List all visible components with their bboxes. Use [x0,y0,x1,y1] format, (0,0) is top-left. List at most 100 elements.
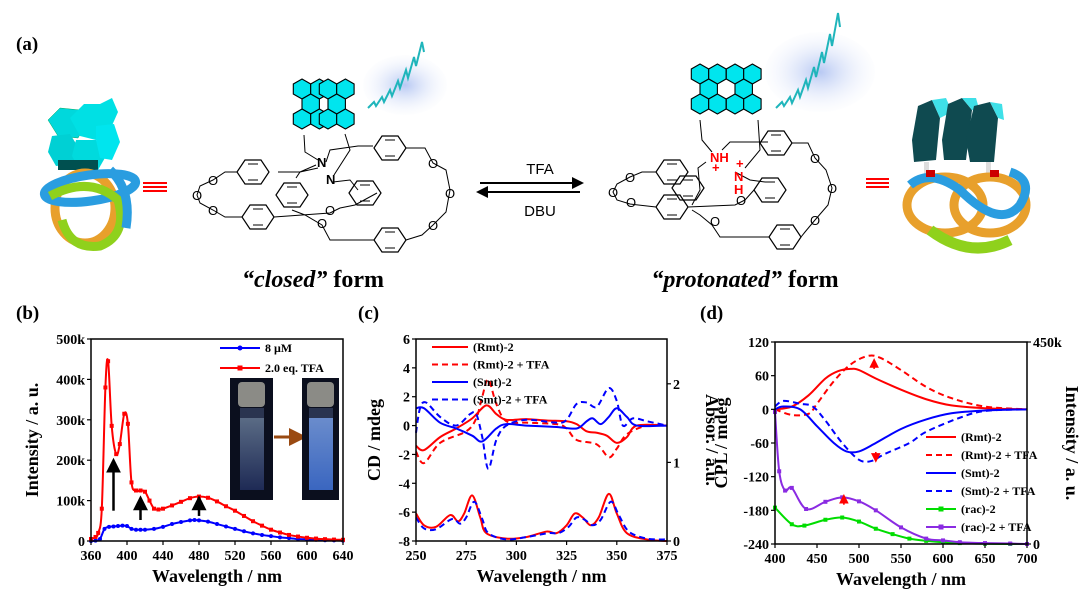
y-tick-label: 6 [403,333,410,348]
data-point [197,494,201,499]
data-point [147,498,152,503]
ammonium-label: NH [710,150,729,165]
oxygen-label: O [626,195,636,210]
series-line [415,492,668,542]
y-tick-label: -240 [743,538,769,553]
pyrene-2-icon [725,63,762,115]
data-point [138,527,143,532]
x-tick-label: 250 [406,549,427,564]
panel-a: (a) [16,12,1031,293]
data-point [188,518,192,523]
panel-label-b: (b) [16,303,39,324]
y-axis-label: CPL / mdeg [711,397,731,488]
data-point [93,534,98,539]
data-point [106,359,111,364]
data-point [242,529,246,534]
y2-tick-label: 0 [673,535,680,550]
y-tick-label: -6 [398,506,410,521]
data-point [129,526,134,531]
series-line [774,405,1028,454]
y-tick-label: -2 [398,448,410,463]
data-point [114,452,119,457]
y-tick-label: 300k [56,414,85,429]
plot-frame [90,338,344,542]
data-point [125,524,129,529]
y2-axis-label: Absor. / a.u. [702,394,722,486]
data-point [117,442,122,447]
x-tick-label: 550 [891,552,912,567]
x-tick-label: 375 [657,549,678,564]
y-tick-label: 400k [56,373,85,388]
legend-label: (Smt)-2 + TFA [473,393,548,407]
data-point [129,480,134,485]
x-tick-label: 480 [189,549,210,564]
data-point [269,527,273,532]
data-point [152,526,156,531]
data-point [260,523,264,528]
data-point [296,534,300,539]
data-point [789,522,794,527]
data-point [332,537,336,542]
x-axis-label: Wavelength / nm [836,569,966,589]
data-point [890,532,895,537]
oxygen-label: O [445,186,455,201]
data-point [924,536,929,541]
y-tick-label: 4 [403,362,410,377]
data-point [188,496,192,501]
nitrogen-label: N [734,169,743,184]
cuvette-photo-inset [230,378,339,500]
data-point [206,495,210,500]
legend-label: (Rmt)-2 + TFA [473,358,550,372]
data-point [941,538,945,543]
data-point [287,536,291,541]
legend-label: (rac)-2 + TFA [961,520,1032,534]
data-point [802,523,807,528]
y-axis-label: CD / mdeg [364,399,384,481]
y-tick-label: 0 [403,420,410,435]
data-point [242,513,246,518]
data-point [260,532,264,537]
x-axis-label: Wavelength / nm [152,566,282,586]
data-point [152,506,156,511]
data-point [924,538,929,543]
y-tick-label: 0 [78,535,85,550]
data-point [840,495,845,500]
panel-label-a: (a) [16,34,38,55]
data-point [233,508,237,513]
y2-tick-label: 2 [673,378,680,393]
data-point [251,519,255,524]
x-tick-label: 440 [153,549,174,564]
nitrogen-label: N [317,155,326,170]
data-point [98,536,102,541]
series-line [774,367,1028,411]
cuvette-photo-before [230,378,273,500]
y2-axis-label: Intensity / a. u. [1062,386,1080,501]
legend-label: (Rmt)-2 + TFA [961,448,1038,462]
data-point [206,519,210,524]
x-tick-label: 325 [556,549,577,564]
oxygen-label: O [608,185,618,200]
x-tick-label: 400 [117,549,138,564]
data-point [233,526,237,531]
data-point [899,525,903,530]
oxygen-label: O [428,218,438,233]
data-point [156,507,161,512]
tfa-label: TFA [526,161,554,178]
data-point [215,499,219,504]
series-line [415,387,668,470]
x-tick-label: 275 [456,549,477,564]
y-tick-label: 60 [755,370,769,385]
data-point [99,506,104,511]
knot-model-closed [39,98,141,251]
data-point [983,541,987,546]
legend-label: (Smt)-2 [961,466,1000,480]
x-tick-label: 700 [1017,552,1038,567]
knot-model-protonated [902,98,1031,254]
plus-charge: + [712,160,720,175]
data-point [804,506,809,511]
protonated-form-structure: O O O O O O O O NH + + N H [608,12,875,250]
legend-label: (Smt)-2 + TFA [961,484,1036,498]
